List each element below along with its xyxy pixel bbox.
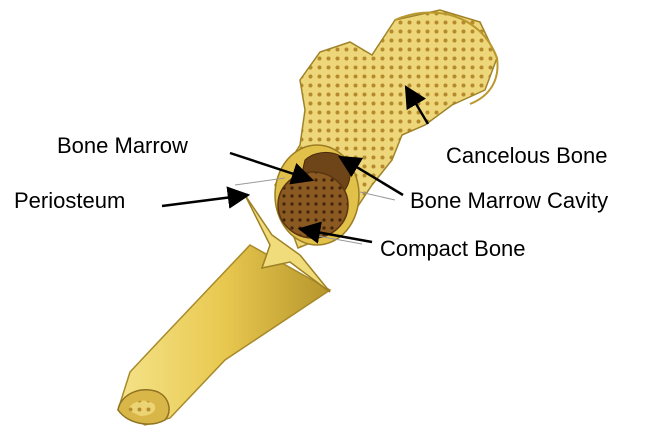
label-bone-marrow: Bone Marrow	[57, 133, 188, 159]
label-compact-bone: Compact Bone	[380, 236, 526, 262]
arrow-periosteum	[162, 195, 248, 206]
label-periosteum: Periosteum	[14, 188, 125, 214]
bone-marrow	[278, 172, 348, 238]
label-cancelous-bone: Cancelous Bone	[446, 143, 607, 169]
label-bone-marrow-cavity: Bone Marrow Cavity	[410, 188, 608, 214]
